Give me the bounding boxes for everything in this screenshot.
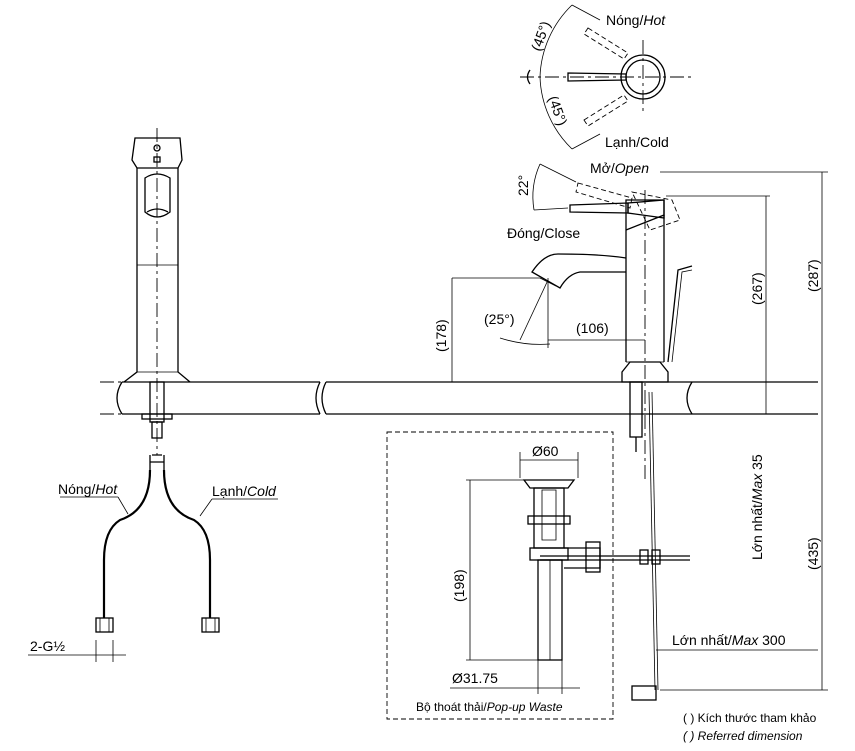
open-label: Mở/Open	[590, 160, 649, 176]
max-basin-label: Lớn nhất/Max 300	[672, 632, 786, 648]
angle-arc-top	[539, 4, 573, 78]
lever-hot	[583, 27, 629, 60]
hose-cold	[162, 469, 212, 618]
dim-178-label: (178)	[433, 319, 449, 352]
reference-note: ( ) Kích thước tham khảo ( ) Referred di…	[683, 711, 817, 743]
angle-arc-bottom	[539, 76, 573, 150]
waste-label: Bộ thoát thải/Pop-up Waste	[416, 700, 563, 714]
side-view: (267) (287) (435) Lớn nhất/Max 35 (178) …	[433, 160, 828, 701]
dim-top-dia-label: Ø60	[532, 443, 559, 459]
thread-label: 2-G½	[30, 638, 65, 654]
popup-waste-detail: Ø60 (198) Ø31.75 Bộ thoát thải/Pop-up Wa…	[386, 431, 690, 720]
front-cold-label: Lạnh/Cold	[212, 483, 277, 499]
note-line-2: ( ) Referred dimension	[683, 729, 803, 743]
side-shank	[629, 381, 643, 438]
front-spout	[144, 173, 171, 218]
hose-hot	[102, 469, 152, 618]
front-hot-label: Nóng/Hot	[58, 481, 118, 497]
dim-287-label: (287)	[805, 259, 821, 292]
popup-rod	[667, 265, 693, 363]
lever-cold	[583, 94, 629, 127]
note-line-1: ( ) Kích thước tham khảo	[683, 711, 817, 725]
side-base	[621, 361, 669, 383]
angle-bottom-label: (45°)	[545, 94, 570, 128]
nut-cold	[201, 617, 220, 633]
nut-hot	[95, 617, 114, 633]
cold-label-top: Lạnh/Cold	[605, 134, 669, 150]
countertop	[100, 381, 818, 415]
waste-frame	[386, 431, 614, 720]
lever-closed	[569, 202, 629, 214]
dim-198-label: (198)	[451, 569, 467, 602]
lever-center	[567, 72, 627, 82]
dim-267-label: (267)	[749, 272, 765, 305]
handle-top-view: (45°) (45°) Nóng/Hot Lạnh/Cold	[520, 4, 695, 150]
side-spout	[531, 253, 627, 289]
dim-bottom-dia-label: Ø31.75	[452, 670, 498, 686]
max-deck-label: Lớn nhất/Max 35	[749, 454, 765, 560]
close-label: Đóng/Close	[507, 225, 580, 241]
spout-angle-label: (25°)	[484, 311, 515, 327]
lever-open	[575, 182, 633, 209]
hot-label-top: Nóng/Hot	[606, 12, 666, 28]
front-view: Nóng/Hot Lạnh/Cold 2-G½	[28, 128, 278, 662]
dim-435-label: (435)	[805, 537, 821, 570]
lever-angle-label: 22°	[515, 175, 531, 196]
dim-106-label: (106)	[576, 320, 609, 336]
